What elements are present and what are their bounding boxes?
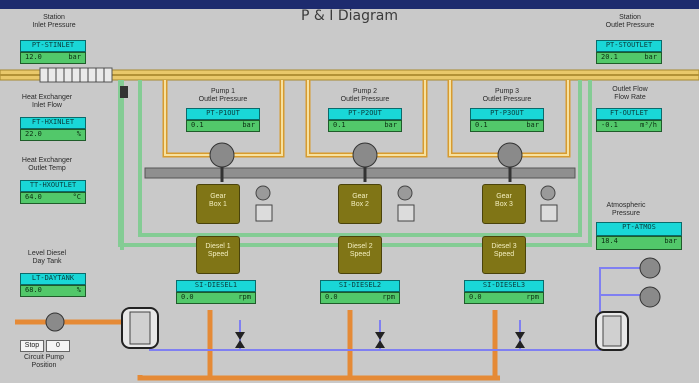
diesel-1[interactable]: Diesel 1 Speed — [196, 236, 240, 274]
outlet-flow-tag[interactable]: FT-OUTLET — [596, 108, 662, 120]
circuit-pump-stop-button[interactable]: Stop — [20, 340, 44, 352]
hx-outlet-temp-unit: °C — [72, 193, 81, 201]
pump3-tag[interactable]: PT-P3OUT — [470, 108, 544, 120]
diesel2-speed-value: 0.0 rpm — [320, 292, 400, 304]
pump2-number: 0.1 — [333, 121, 346, 129]
pump2-unit: bar — [384, 121, 397, 129]
pump1-label: Pump 1 Outlet Pressure — [198, 88, 248, 103]
pump2-tag[interactable]: PT-P2OUT — [328, 108, 402, 120]
station-inlet-label: Station Inlet Pressure — [32, 14, 76, 29]
circuit-pump-label: Circuit Pump Position — [23, 354, 65, 369]
header-valve — [120, 86, 128, 98]
water-loop — [118, 80, 592, 250]
diesel-3[interactable]: Diesel 3 Speed — [482, 236, 526, 274]
station-outlet-label: Station Outlet Pressure — [605, 14, 655, 29]
diesel-lines — [15, 310, 500, 381]
diesel2-speed-tag[interactable]: SI-DIESEL2 — [320, 280, 400, 292]
gearbox-3[interactable]: Gear Box 3 — [482, 184, 526, 224]
gearbox-1[interactable]: Gear Box 1 — [196, 184, 240, 224]
atmos-pressure-number: 18.4 — [601, 237, 618, 245]
pump3-unit: bar — [526, 121, 539, 129]
diesel1-speed-unit: rpm — [238, 293, 251, 301]
inlet-spool — [39, 67, 113, 83]
outlet-flow-number: -0.1 — [601, 121, 618, 129]
hx-outlet-temp-label: Heat Exchanger Outlet Temp — [21, 157, 73, 172]
circuit-pump-value: 0 — [46, 340, 70, 352]
station-inlet-unit: bar — [68, 53, 81, 61]
right-pumps — [639, 257, 661, 308]
hx-inlet-flow-label: Heat Exchanger Inlet Flow — [21, 94, 73, 109]
level-tank-unit: % — [76, 286, 81, 294]
diesel3-speed-value: 0.0 rpm — [464, 292, 544, 304]
hx-outlet-temp-tag[interactable]: TT-HXOUTLET — [20, 180, 86, 192]
pump3-number: 0.1 — [475, 121, 488, 129]
station-inlet-number: 12.0 — [25, 53, 42, 61]
hx-inlet-flow-number: 22.0 — [25, 130, 42, 138]
pump2-value: 0.1 bar — [328, 120, 402, 132]
circuit-pump — [45, 312, 65, 332]
gearbox-2[interactable]: Gear Box 2 — [338, 184, 382, 224]
check-valves — [235, 332, 525, 348]
pump3-value: 0.1 bar — [470, 120, 544, 132]
pump2-label: Pump 2 Outlet Pressure — [340, 88, 390, 103]
hx-inlet-flow-tag[interactable]: FT-HXINLET — [20, 117, 86, 129]
common-bus — [144, 167, 576, 179]
pump1-unit: bar — [242, 121, 255, 129]
outlet-flow-label: Outlet Flow Flow Rate — [612, 86, 648, 101]
diesel3-speed-number: 0.0 — [469, 293, 482, 301]
gearbox-gauges — [255, 185, 558, 222]
pump3-label: Pump 3 Outlet Pressure — [482, 88, 532, 103]
level-tank-number: 68.0 — [25, 286, 42, 294]
atmos-pressure-tag[interactable]: PT-ATMOS — [596, 222, 682, 236]
level-tank-tag[interactable]: LT-DAYTANK — [20, 273, 86, 285]
station-outlet-number: 20.1 — [601, 53, 618, 61]
diesel3-speed-unit: rpm — [526, 293, 539, 301]
pump1-tag[interactable]: PT-P1OUT — [186, 108, 260, 120]
hx-inlet-flow-unit: % — [76, 130, 81, 138]
pump-impellers — [209, 142, 523, 168]
outlet-flow-unit: m³/h — [640, 121, 657, 129]
station-outlet-value: 20.1 bar — [596, 52, 662, 64]
diesel2-speed-number: 0.0 — [325, 293, 338, 301]
hx-inlet-flow-value: 22.0 % — [20, 129, 86, 141]
station-outlet-tag[interactable]: PT-STOUTLET — [596, 40, 662, 52]
diesel2-speed-unit: rpm — [382, 293, 395, 301]
day-tank — [121, 307, 159, 349]
station-inlet-value: 12.0 bar — [20, 52, 86, 64]
diagram-title: P & I Diagram — [301, 8, 398, 24]
title-bar — [0, 0, 699, 9]
hx-outlet-temp-value: 64.0 °C — [20, 192, 86, 204]
station-inlet-tag[interactable]: PT-STINLET — [20, 40, 86, 52]
diesel-2[interactable]: Diesel 2 Speed — [338, 236, 382, 274]
main-header-pipe — [0, 69, 699, 81]
atmos-pressure-unit: bar — [664, 237, 677, 245]
atmos-pressure-label: Atmospheric Pressure — [606, 202, 646, 217]
pump1-value: 0.1 bar — [186, 120, 260, 132]
diesel1-speed-tag[interactable]: SI-DIESEL1 — [176, 280, 256, 292]
diesel3-speed-tag[interactable]: SI-DIESEL3 — [464, 280, 544, 292]
diesel1-speed-number: 0.0 — [181, 293, 194, 301]
pump1-number: 0.1 — [191, 121, 204, 129]
hx-outlet-temp-number: 64.0 — [25, 193, 42, 201]
outlet-flow-value: -0.1 m³/h — [596, 120, 662, 132]
station-outlet-unit: bar — [644, 53, 657, 61]
level-tank-label: Level Diesel Day Tank — [27, 250, 67, 265]
level-tank-value: 68.0 % — [20, 285, 86, 297]
outlet-tank — [595, 311, 629, 351]
atmos-pressure-value: 18.4 bar — [596, 236, 682, 250]
diesel1-speed-value: 0.0 rpm — [176, 292, 256, 304]
